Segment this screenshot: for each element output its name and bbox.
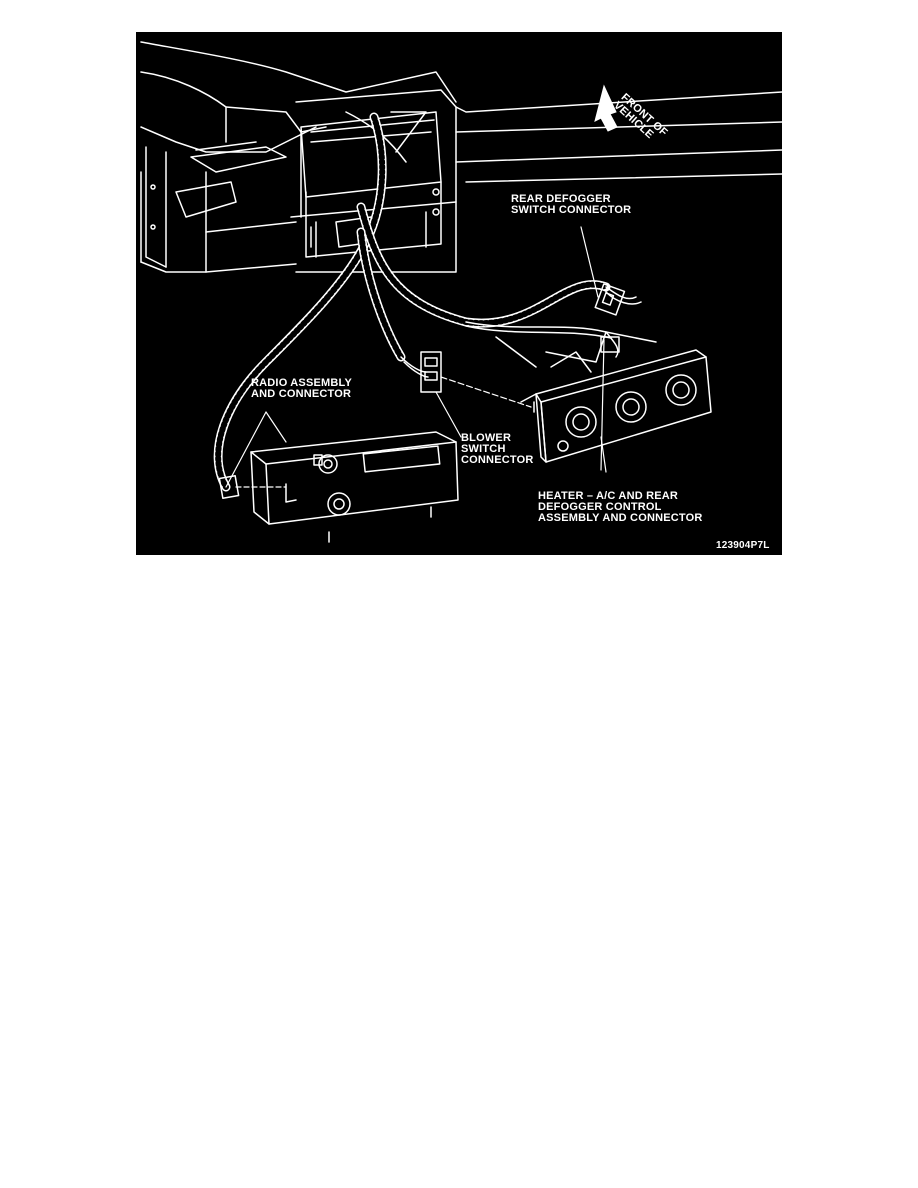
label-line: HEATER – A/C AND REAR [538, 490, 679, 502]
label-line: SWITCH CONNECTOR [511, 204, 632, 216]
heater-ac-control-label: HEATER – A/C AND REAR DEFOGGER CONTROL A… [538, 491, 703, 524]
instrument-panel-drawing [140, 41, 782, 273]
label-line: RADIO ASSEMBLY [251, 377, 352, 389]
connectors-drawing [218, 283, 626, 499]
wiring-diagram-figure: FRONT OF VEHICLE REAR DEFOGGER SWITCH CO… [136, 32, 782, 555]
label-line: AND CONNECTOR [251, 388, 352, 400]
wiring-diagram-drawing [140, 41, 782, 543]
label-line: CONNECTOR [461, 454, 534, 466]
radio-assembly-and-connector-label: RADIO ASSEMBLY AND CONNECTOR [251, 378, 352, 400]
leader-lines [225, 226, 607, 488]
wiring-harness-drawing [213, 112, 642, 492]
heater-ac-control-drawing [495, 331, 712, 463]
blower-switch-connector-label: BLOWER SWITCH CONNECTOR [461, 433, 534, 466]
label-line: REAR DEFOGGER [511, 193, 611, 205]
radio-assembly-drawing [250, 431, 459, 543]
rear-defogger-switch-connector-label: REAR DEFOGGER SWITCH CONNECTOR [511, 194, 631, 216]
figure-id-label: 123904P7L [716, 540, 770, 551]
front-direction-arrow-icon [594, 84, 618, 132]
label-line: ASSEMBLY AND CONNECTOR [538, 512, 703, 524]
label-line: DEFOGGER CONTROL [538, 501, 662, 513]
label-line: BLOWER [461, 432, 512, 444]
label-line: SWITCH [461, 443, 506, 455]
